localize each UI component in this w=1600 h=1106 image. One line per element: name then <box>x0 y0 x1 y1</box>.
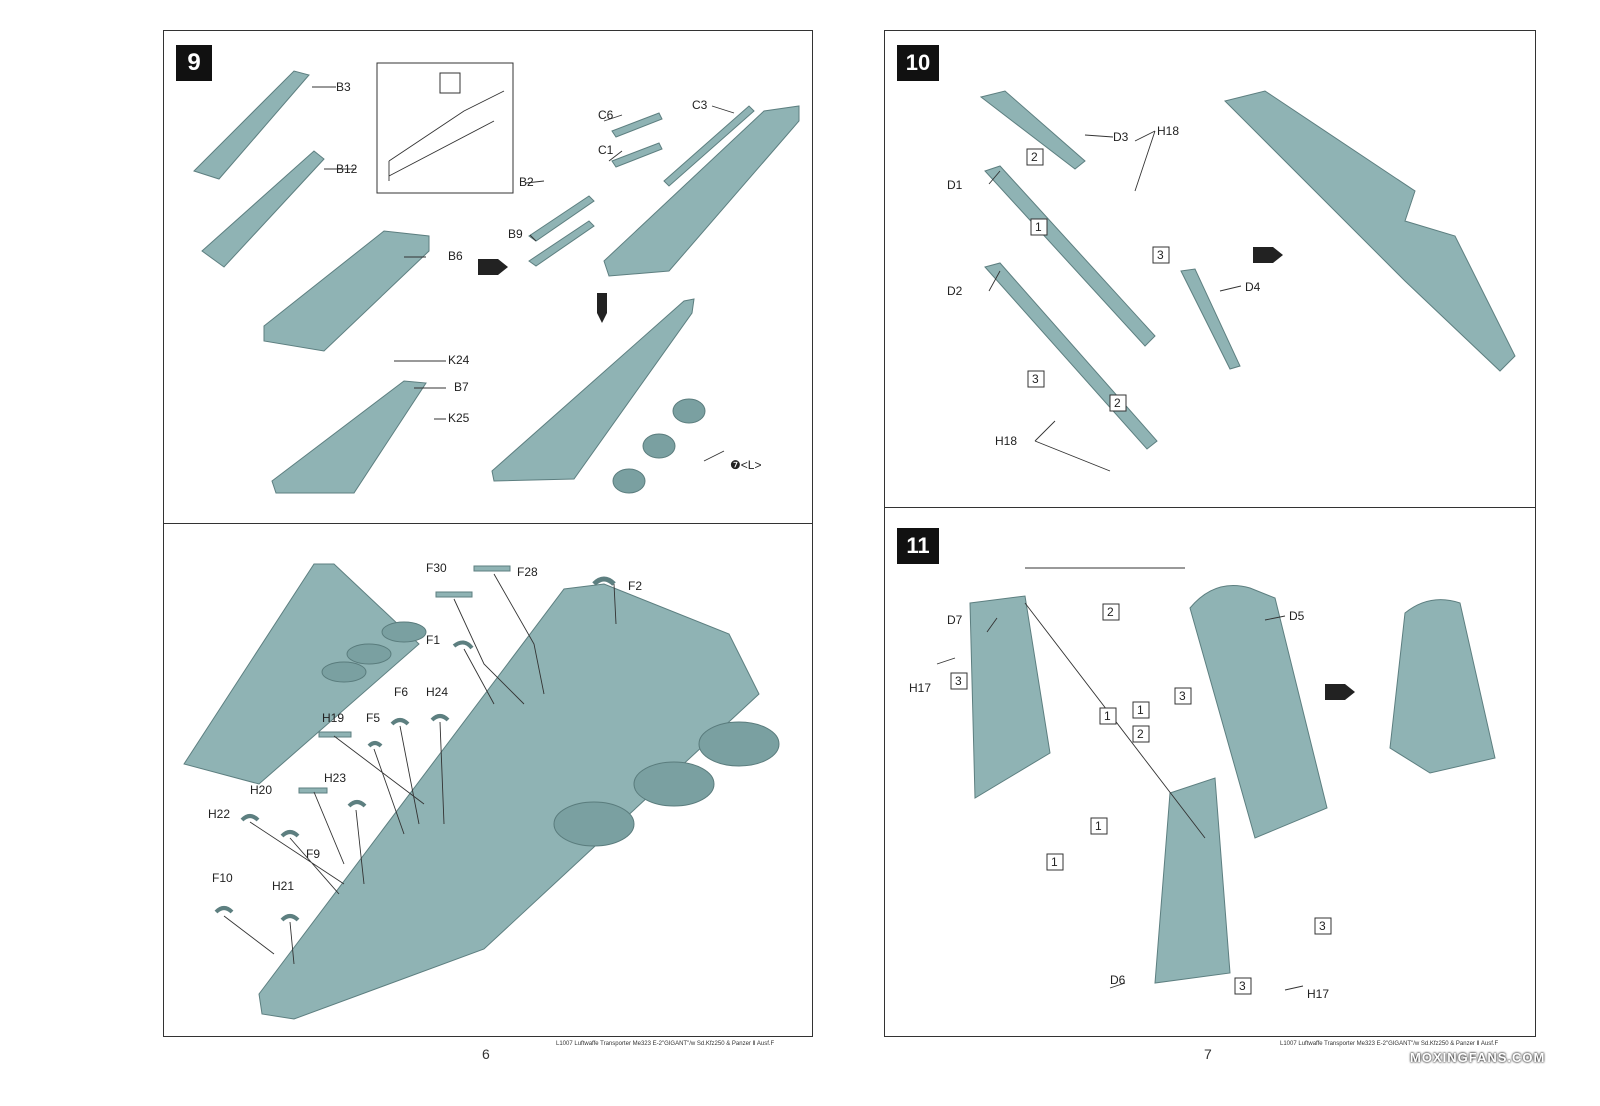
label-ref-step7: ❼<L> <box>730 458 761 472</box>
part-b7 <box>271 380 427 494</box>
watermark: MOXINGFANS.COM <box>1410 1050 1546 1065</box>
label-b7: B7 <box>454 380 469 394</box>
seq-1e: 1 <box>1051 855 1058 869</box>
seq-3c: 3 <box>955 674 962 688</box>
part-d2 <box>984 262 1158 450</box>
label-b6: B6 <box>448 249 463 263</box>
label-c6: C6 <box>598 108 614 122</box>
label-b3: B3 <box>336 80 351 94</box>
next-arrow <box>478 259 508 275</box>
label-d1: D1 <box>947 178 963 192</box>
part-d1 <box>984 165 1156 347</box>
label-k24: K24 <box>448 353 470 367</box>
seq-2c: 2 <box>1107 605 1114 619</box>
assembled-rudder <box>1389 599 1496 774</box>
part-d7 <box>969 595 1051 799</box>
label-h18-bottom: H18 <box>995 434 1017 448</box>
step-11-panel: 11 2 3 3 1 1 2 1 1 3 3 D7 D5 H17 D6 H17 <box>884 507 1536 1037</box>
label-c3: C3 <box>692 98 708 112</box>
seq-1b: 1 <box>1104 709 1111 723</box>
part-d5 <box>1189 585 1328 839</box>
assembled-wing-9a <box>528 105 800 277</box>
label-d2: D2 <box>947 284 963 298</box>
step-11-badge: 11 <box>897 528 939 564</box>
assembled-stabilizer <box>1224 90 1516 372</box>
label-d7: D7 <box>947 613 963 627</box>
part-d3 <box>979 90 1086 170</box>
small-parts <box>214 565 616 922</box>
down-arrow <box>597 293 607 323</box>
label-b12: B12 <box>336 162 358 176</box>
label-h19: H19 <box>322 711 344 725</box>
seq-2d: 2 <box>1137 727 1144 741</box>
label-d4: D4 <box>1245 280 1261 294</box>
glue-icon <box>439 72 461 94</box>
label-h18-top: H18 <box>1157 124 1179 138</box>
label-h17-left: H17 <box>909 681 931 695</box>
label-h22: H22 <box>208 807 230 821</box>
page-number-left: 6 <box>482 1046 490 1062</box>
step-10-panel: 10 2 1 3 2 3 D3 H18 D1 D2 D4 H18 <box>884 30 1536 508</box>
label-d3: D3 <box>1113 130 1129 144</box>
label-f1: F1 <box>426 633 440 647</box>
part-d4 <box>1180 268 1241 370</box>
wing-assembly-diagram: F30 F28 F2 F1 F6 H24 H19 F5 H20 H23 H22 … <box>183 561 780 1020</box>
label-f6: F6 <box>394 685 408 699</box>
label-d6: D6 <box>1110 973 1126 987</box>
step-9-panel: 9 <box>163 30 813 524</box>
step-9-diagram: B3 B12 B6 K24 B7 K25 C6 C1 C3 B2 B9 ❼<L> <box>193 62 800 494</box>
part-b3 <box>193 70 310 180</box>
label-f30: F30 <box>426 561 447 575</box>
step-10-diagram: 2 1 3 2 3 D3 H18 D1 D2 D4 H18 <box>947 90 1516 472</box>
page-number-right: 7 <box>1204 1046 1212 1062</box>
label-d5: D5 <box>1289 609 1305 623</box>
step-10-badge: 10 <box>897 45 939 81</box>
label-k25: K25 <box>448 411 470 425</box>
seq-3f: 3 <box>1239 979 1246 993</box>
assembled-wing-9b <box>491 298 706 494</box>
seq-1d: 1 <box>1095 819 1102 833</box>
label-f2: F2 <box>628 579 642 593</box>
seq-3d: 3 <box>1179 689 1186 703</box>
wing-assembly-panel: F30 F28 F2 F1 F6 H24 H19 F5 H20 H23 H22 … <box>163 523 813 1037</box>
label-b2: B2 <box>519 175 534 189</box>
main-wing <box>258 583 780 1020</box>
seq-3a: 3 <box>1157 248 1164 262</box>
label-h20: H20 <box>250 783 272 797</box>
seq-2a: 2 <box>1031 150 1038 164</box>
seq-3b: 3 <box>1032 372 1039 386</box>
seq-1a: 1 <box>1035 220 1042 234</box>
part-d6 <box>1154 777 1231 984</box>
label-h17-right: H17 <box>1307 987 1329 1001</box>
label-h23: H23 <box>324 771 346 785</box>
label-b9: B9 <box>508 227 523 241</box>
footer-right: L1007 Luftwaffe Transporter Me323 E-2"GI… <box>1280 1041 1499 1047</box>
part-b6 <box>263 230 430 352</box>
step-11-diagram: 2 3 3 1 1 2 1 1 3 3 D7 D5 H17 D6 H17 <box>909 567 1496 1001</box>
label-c1: C1 <box>598 143 614 157</box>
part-b12 <box>201 150 325 268</box>
inner-wing <box>183 563 427 785</box>
next-arrow <box>1325 684 1355 700</box>
detail-inset <box>376 62 514 194</box>
label-f5: F5 <box>366 711 380 725</box>
step-9-badge: 9 <box>176 45 212 81</box>
footer-left: L1007 Luftwaffe Transporter Me323 E-2"GI… <box>556 1041 775 1047</box>
seq-2b: 2 <box>1114 396 1121 410</box>
label-h21: H21 <box>272 879 294 893</box>
label-f10: F10 <box>212 871 233 885</box>
seq-1c: 1 <box>1137 703 1144 717</box>
next-arrow <box>1253 247 1283 263</box>
label-f9: F9 <box>306 847 320 861</box>
label-h24: H24 <box>426 685 448 699</box>
label-f28: F28 <box>517 565 538 579</box>
seq-3e: 3 <box>1319 919 1326 933</box>
